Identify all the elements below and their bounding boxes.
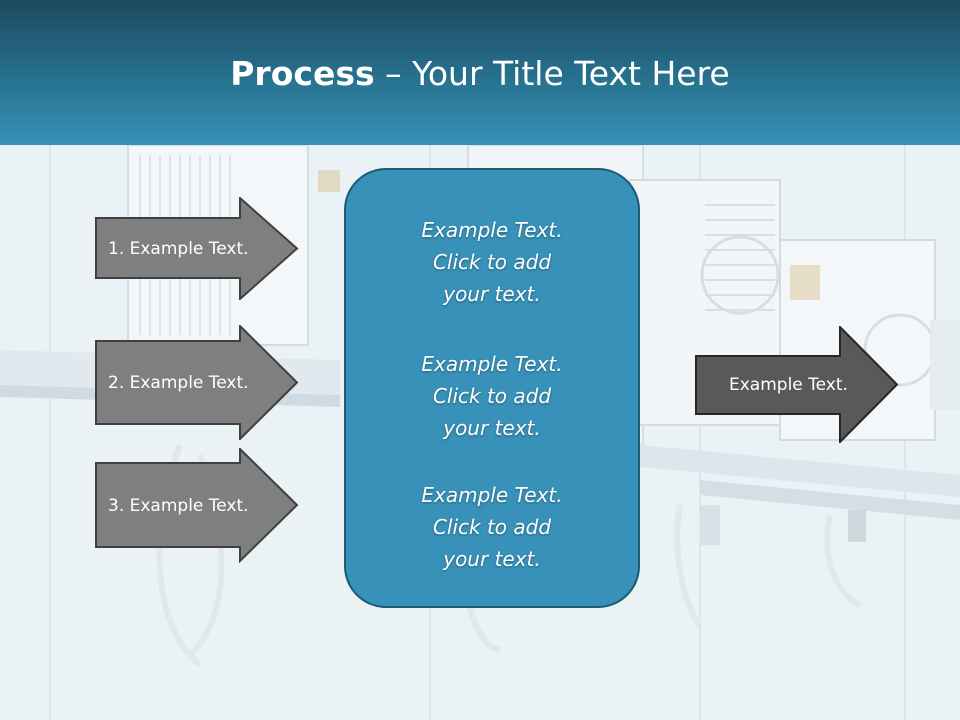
arrow-shape xyxy=(95,325,299,440)
text-line: Click to add xyxy=(432,250,552,274)
text-line: Example Text. xyxy=(421,483,563,507)
text-line: Example Text. xyxy=(421,218,563,242)
text-line: your text. xyxy=(443,547,541,571)
step-label-1: 1. Example Text. xyxy=(108,238,249,259)
center-text-block-3: Example Text. Click to add your text. xyxy=(346,479,638,575)
text-line: your text. xyxy=(443,282,541,306)
slide-title[interactable]: Process – Your Title Text Here xyxy=(0,52,960,96)
step-arrow-1[interactable]: 1. Example Text. xyxy=(95,197,300,300)
result-label: Example Text. xyxy=(729,374,848,395)
center-text-block-2: Example Text. Click to add your text. xyxy=(346,348,638,444)
title-bold: Process xyxy=(230,54,375,93)
arrow-shape xyxy=(95,448,299,563)
text-line: your text. xyxy=(443,416,541,440)
text-line: Example Text. xyxy=(421,352,563,376)
title-bar: Process – Your Title Text Here xyxy=(0,0,960,145)
arrow-shape xyxy=(95,197,299,300)
center-text-block-1: Example Text. Click to add your text. xyxy=(346,214,638,310)
step-arrow-3[interactable]: 3. Example Text. xyxy=(95,448,300,563)
result-arrow[interactable]: Example Text. xyxy=(695,326,900,443)
text-line: Click to add xyxy=(432,515,552,539)
step-label-3: 3. Example Text. xyxy=(108,495,249,516)
center-text-box[interactable]: Example Text. Click to add your text. Ex… xyxy=(344,168,640,608)
arrow-shape xyxy=(695,326,899,443)
step-arrow-2[interactable]: 2. Example Text. xyxy=(95,325,300,440)
step-label-2: 2. Example Text. xyxy=(108,372,249,393)
text-line: Click to add xyxy=(432,384,552,408)
title-rest: – Your Title Text Here xyxy=(374,54,730,93)
